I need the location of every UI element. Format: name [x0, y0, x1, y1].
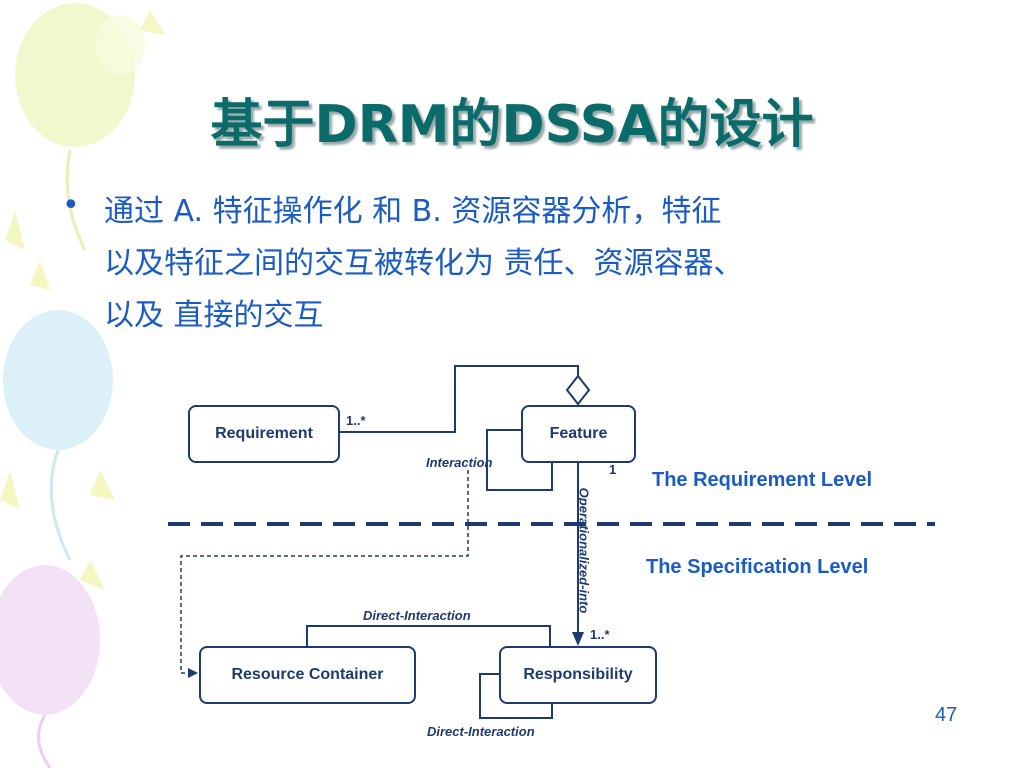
responsibility-self-loop: [479, 673, 553, 719]
requirement-feature-edge: [338, 365, 579, 433]
resource-container-node-label: Resource Container: [231, 666, 384, 683]
bullet-marker: •: [62, 188, 80, 223]
dashed-arrow-head: [188, 668, 198, 678]
requirement-node[interactable]: Requirement: [188, 405, 340, 463]
responsibility-node[interactable]: Responsibility: [499, 646, 657, 704]
bullet-line-3: 以及 直接的交互: [104, 298, 324, 333]
direct-interaction-label-bottom: Direct-Interaction: [427, 724, 535, 739]
requirement-level-label: The Requirement Level: [652, 469, 873, 491]
direct-interaction-edge-top: [306, 625, 551, 646]
bullet-line-2: 以及特征之间的交互被转化为 责任、资源容器、: [104, 246, 744, 281]
feature-multiplicity: 1: [609, 462, 617, 477]
operationalized-into-label: Operationalized-into: [576, 487, 592, 614]
responsibility-node-label: Responsibility: [523, 666, 633, 683]
specification-level-label: The Specification Level: [646, 556, 869, 578]
requirement-node-label: Requirement: [215, 425, 313, 442]
interaction-dashed-edge: [180, 470, 469, 674]
feature-node-label: Feature: [549, 425, 608, 442]
requirement-multiplicity: 1..*: [346, 413, 366, 428]
bullet-text: 通过 A. 特征操作化 和 B. 资源容器分析，特征 以及特征之间的交互被转化为…: [104, 186, 964, 342]
bullet-line-1: 通过 A. 特征操作化 和 B. 资源容器分析，特征: [104, 194, 722, 229]
responsibility-multiplicity: 1..*: [590, 627, 610, 642]
operationalized-arrow-head: [572, 632, 584, 646]
aggregation-diamond: [565, 374, 591, 406]
resource-container-node[interactable]: Resource Container: [199, 646, 416, 704]
slide-title: 基于DRM的DSSA的设计: [210, 95, 814, 155]
feature-node[interactable]: Feature: [521, 405, 636, 463]
interaction-label: Interaction: [426, 455, 493, 470]
page-number: 47: [935, 704, 958, 726]
direct-interaction-label-top: Direct-Interaction: [363, 608, 471, 623]
feature-interaction-loop: [486, 429, 553, 491]
